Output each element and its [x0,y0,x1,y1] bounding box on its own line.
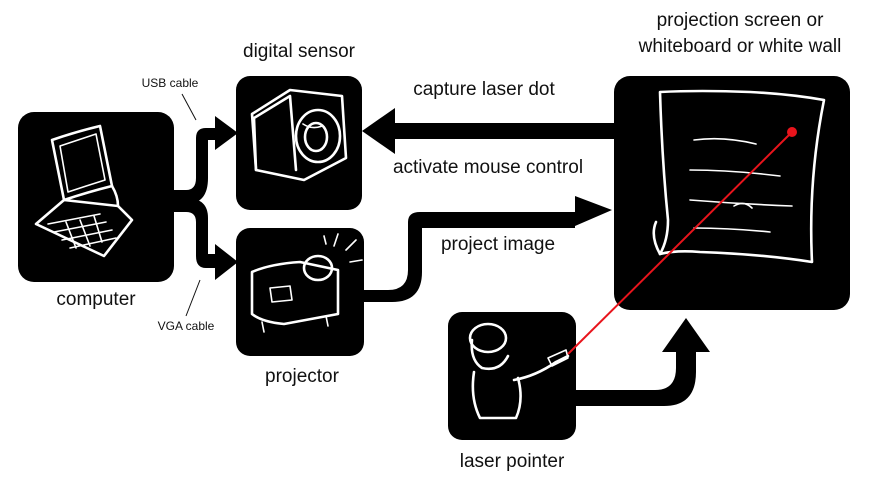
person-icon [468,322,570,420]
projection-screen-box [614,76,850,310]
pointer-arrow [575,318,710,406]
usb-cable-pointer [181,93,197,121]
digital-sensor-label: digital sensor [243,41,356,62]
projector-box [236,228,364,356]
capture-arrow [362,108,630,154]
project-label: project image [441,234,555,255]
whiteboard-icon [652,89,826,264]
computer-icon [34,124,134,258]
projector-icon [250,233,363,333]
project-arrow [362,196,612,302]
screen-label-line1: projection screen or [657,10,825,31]
laser-pointer-label: laser pointer [460,451,565,472]
vga-connector [172,198,238,280]
computer-box [18,112,174,282]
laser-dot [787,127,797,137]
vga-cable-label: VGA cable [158,319,215,333]
usb-cable-label: USB cable [142,76,199,90]
capture-label: capture laser dot [413,79,555,100]
camera-icon [250,88,348,182]
projector-label: projector [265,366,340,387]
activate-label: activate mouse control [393,157,583,178]
screen-label-line2: whiteboard or white wall [638,36,842,57]
laser-beam [567,131,793,355]
laser-pointer-box [448,312,576,440]
vga-cable-pointer [185,279,201,317]
connector-arrows [172,108,710,406]
computer-label: computer [56,289,136,310]
usb-connector [172,116,238,204]
